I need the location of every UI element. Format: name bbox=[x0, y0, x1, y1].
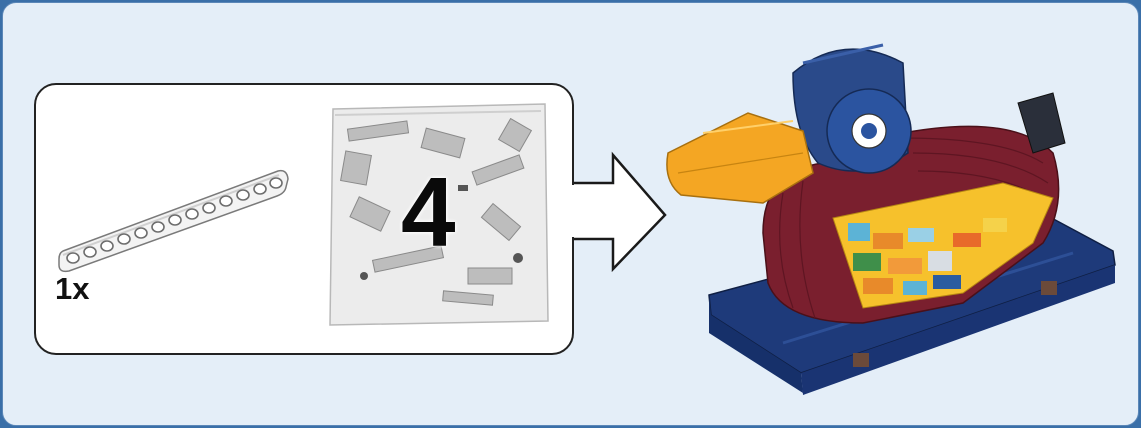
illustration-layer bbox=[3, 3, 1139, 426]
step-arrow-icon bbox=[569, 155, 665, 269]
part-quantity-label: 1x bbox=[55, 273, 89, 304]
bag-number-label: 4 bbox=[401, 163, 456, 261]
duck-model-icon bbox=[667, 45, 1115, 395]
technic-beam-icon bbox=[59, 171, 288, 272]
